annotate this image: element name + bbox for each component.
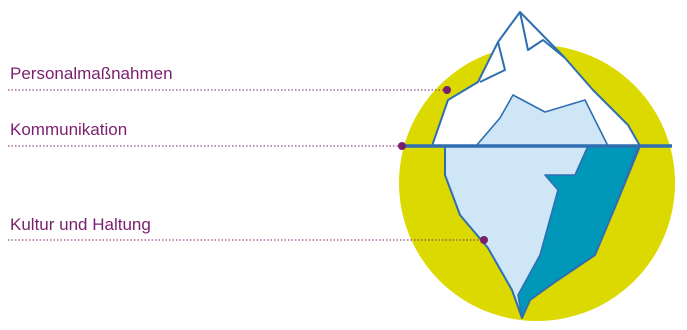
leader-dot-kultur: [480, 236, 488, 244]
label-personalmassnahmen: Personalmaßnahmen: [10, 64, 173, 84]
leader-dot-kommunikation: [398, 142, 406, 150]
label-kultur-und-haltung: Kultur und Haltung: [10, 215, 151, 235]
label-kommunikation: Kommunikation: [10, 120, 127, 140]
leader-dot-personalmassnahmen: [443, 86, 451, 94]
